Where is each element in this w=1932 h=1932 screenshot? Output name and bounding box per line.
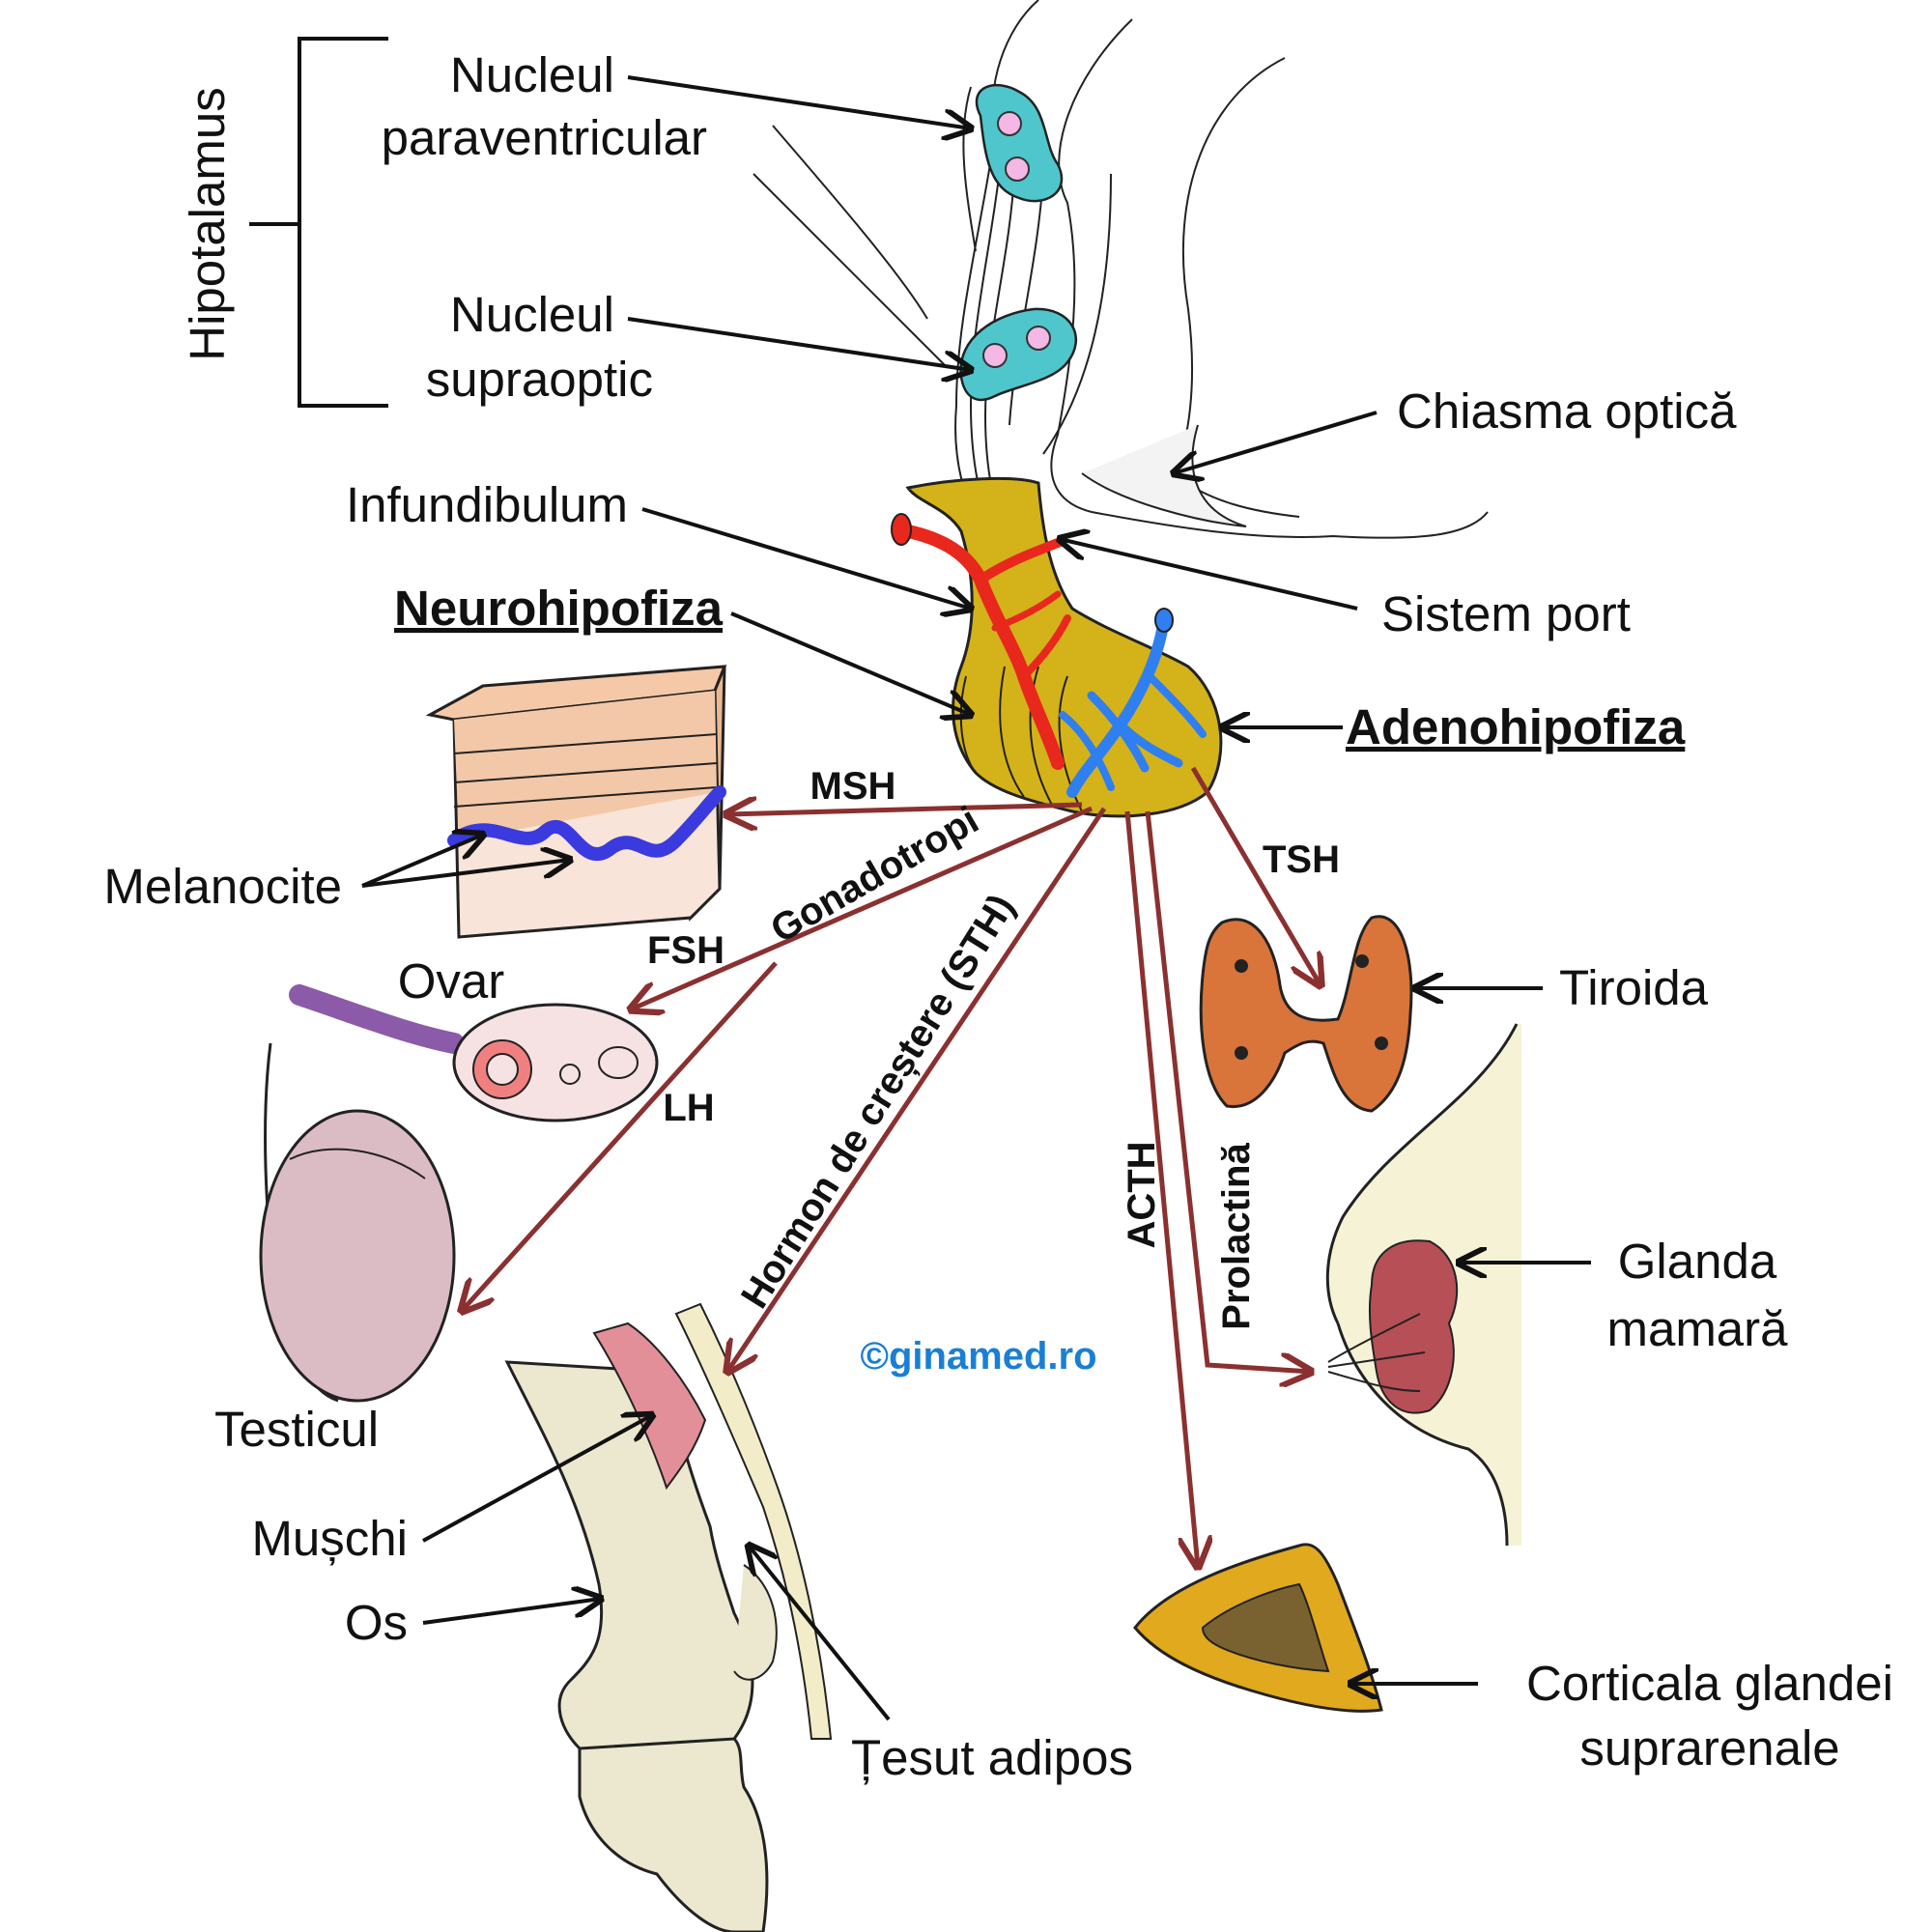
testicle [259, 1042, 456, 1403]
credit-label: ©ginamed.ro [860, 1335, 1096, 1378]
tesut-adipos-label: Țesut adipos [851, 1730, 1133, 1785]
chiasma-label: Chiasma optică [1397, 384, 1737, 439]
corticala-label-1: Corticala glandei [1526, 1656, 1893, 1711]
paraventricular-nucleus [975, 83, 1064, 203]
glanda-label-1: Glanda [1618, 1234, 1777, 1289]
pituitary-gland [891, 476, 1223, 818]
hormone-arrows [462, 766, 1321, 1567]
sistem-port-label: Sistem port [1381, 586, 1631, 641]
prolactina-label: Prolactină [1215, 1143, 1258, 1330]
glanda-label-2: mamară [1606, 1301, 1788, 1356]
skin-block [425, 665, 727, 939]
gonadotropi-label: Gonadotropi [764, 799, 986, 952]
muschi-label: Mușchi [251, 1511, 408, 1566]
acth-label: ACTH [1121, 1141, 1163, 1248]
msh-label: MSH [810, 765, 896, 808]
hypothalamus-label: Hipotalamus [180, 87, 235, 360]
thyroid [1199, 915, 1413, 1113]
adenohipofiza-label: Adenohipofiza [1346, 699, 1686, 754]
melanocite-label: Melanocite [103, 859, 342, 914]
tsh-label: TSH [1263, 838, 1340, 881]
testicul-label: Testicul [214, 1402, 379, 1457]
lh-label: LH [663, 1087, 714, 1129]
ovary [289, 984, 659, 1122]
infundibulum-label: Infundibulum [346, 477, 628, 532]
ovar-label: Ovar [398, 953, 505, 1009]
os-label: Os [345, 1595, 408, 1650]
adrenal-gland [1133, 1543, 1383, 1713]
supraoptic-label-2: supraoptic [426, 352, 653, 407]
paraventricular-label-1: Nucleul [450, 47, 614, 102]
brain-outline [753, 0, 1489, 547]
knee [504, 1302, 833, 1932]
mammary-gland [1325, 1023, 1521, 1547]
paraventricular-label-2: paraventricular [382, 110, 707, 165]
corticala-label-2: suprarenale [1579, 1720, 1839, 1776]
supraoptic-label-1: Nucleul [450, 287, 614, 342]
pointer-lines [361, 75, 1591, 1721]
tiroida-label: Tiroida [1559, 960, 1709, 1015]
sth-label: Hormon de creștere (STH) [733, 887, 1023, 1316]
hypothalamus-bracket [249, 37, 388, 408]
supraoptic-nucleus [959, 307, 1078, 402]
fsh-label: FSH [647, 929, 724, 972]
neurohipofiza-label: Neurohipofiza [394, 581, 724, 636]
